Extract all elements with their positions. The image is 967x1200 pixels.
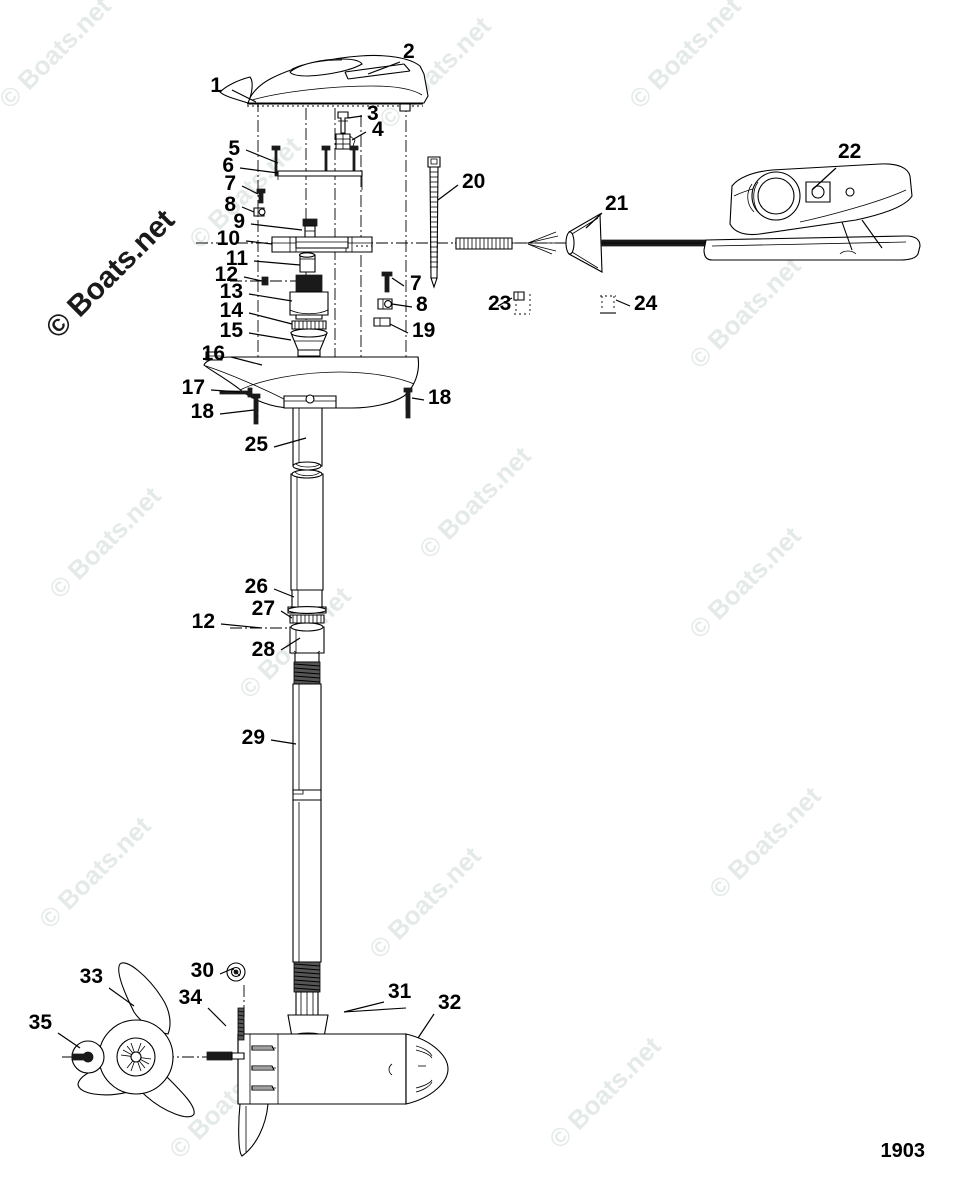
callout-26: 26 — [245, 575, 268, 598]
gasket-item-14 — [291, 320, 327, 330]
callout-7b: 7 — [410, 272, 422, 295]
screw-item-3 — [337, 111, 349, 134]
propeller-item-33 — [77, 962, 195, 1118]
rubber-boot-item-21 — [565, 213, 603, 273]
callout-21: 21 — [605, 192, 629, 215]
pin-item-12 — [261, 276, 269, 286]
foot-pedal-item-22 — [703, 163, 921, 261]
callout-9: 9 — [233, 210, 245, 233]
callout-8b: 8 — [416, 293, 428, 316]
callout-24: 24 — [634, 292, 658, 315]
spacer-item-11 — [298, 252, 316, 273]
upper-shaft-item-25 — [292, 407, 323, 471]
cable-tie-item-20 — [427, 156, 441, 289]
callout-19: 19 — [412, 319, 435, 342]
callout-1: 1 — [210, 74, 222, 97]
gasket-item-27 — [289, 614, 325, 624]
callout-32: 32 — [438, 991, 461, 1014]
callout-5: 5 — [228, 137, 240, 160]
callout-4: 4 — [372, 118, 384, 141]
callout-29: 29 — [242, 726, 265, 749]
nose-cone-item-32 — [388, 1033, 449, 1105]
callout-12b: 12 — [192, 610, 215, 633]
callout-14: 14 — [220, 299, 244, 322]
watermark-text: © Boats.net — [40, 203, 182, 345]
top-housing-cover — [219, 54, 429, 112]
callout-2: 2 — [403, 40, 415, 63]
callout-17: 17 — [182, 376, 205, 399]
callout-18b: 18 — [428, 386, 452, 409]
bolt-item-17 — [219, 387, 253, 398]
callout-33: 33 — [80, 965, 103, 988]
nut-item-4 — [335, 133, 356, 150]
motor-housing-item-31 — [237, 1033, 449, 1157]
wiring-harness-item-20-cable — [455, 231, 566, 255]
drive-pin-item-34 — [206, 1007, 245, 1061]
callout-15: 15 — [220, 319, 244, 342]
callout-31: 31 — [388, 980, 412, 1003]
callout-12: 12 — [215, 263, 238, 286]
seal-cup-item-15 — [290, 328, 328, 357]
callout-10: 10 — [217, 227, 240, 250]
callout-22: 22 — [838, 140, 861, 163]
callout-34: 34 — [179, 986, 203, 1009]
callout-28: 28 — [252, 638, 276, 661]
callout-6: 6 — [222, 154, 234, 177]
callout-18: 18 — [191, 400, 215, 423]
bushing-item-19 — [373, 317, 391, 327]
screw-item-7-right — [381, 271, 393, 293]
collar-item-26 — [287, 589, 327, 614]
screws-item-18 — [251, 387, 413, 425]
callout-20: 20 — [462, 170, 485, 193]
callout-35: 35 — [29, 1011, 53, 1034]
clip-item-8-left — [253, 207, 266, 217]
callout-25: 25 — [245, 433, 269, 456]
callout-23: 23 — [488, 292, 511, 315]
callout-27: 27 — [252, 597, 275, 620]
callout-3: 3 — [367, 102, 379, 125]
part-item-23 — [513, 291, 531, 315]
leader-lines — [57, 61, 837, 1049]
prop-nut-item-35 — [71, 1040, 105, 1074]
callout-8: 8 — [224, 193, 236, 216]
cooling-slots — [251, 1045, 276, 1091]
callout-7: 7 — [224, 172, 236, 195]
callout-30: 30 — [191, 959, 214, 982]
bracket-bar-item-6 — [277, 170, 363, 190]
motor-assembly-item-13 — [289, 274, 329, 320]
shaft-mid-tube — [290, 469, 324, 591]
screw-item-7-left — [256, 188, 266, 204]
figure-number: 1903 — [881, 1140, 926, 1162]
callout-16: 16 — [202, 342, 225, 365]
mount-bracket-item-10 — [271, 236, 373, 253]
clip-item-8-right — [377, 298, 393, 310]
callout-13: 13 — [220, 280, 243, 303]
washer-item-30 — [226, 962, 246, 982]
housing-decal-strip — [344, 63, 411, 80]
callout-11: 11 — [226, 247, 249, 270]
part-item-24 — [600, 295, 616, 314]
coupling-item-28 — [289, 622, 325, 656]
